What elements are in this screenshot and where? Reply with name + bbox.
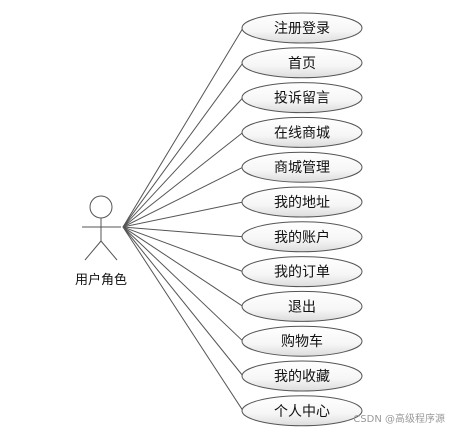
- use-case-ellipse: [241, 360, 363, 392]
- association-line: [122, 226, 244, 307]
- use-case: 我的订单: [241, 256, 363, 288]
- use-case-label: 我的账户: [274, 229, 330, 246]
- use-case-label: 我的地址: [274, 195, 330, 211]
- use-case-ellipse: [241, 47, 363, 79]
- use-case: 我的收藏: [241, 360, 363, 392]
- actor-right-leg: [100, 240, 118, 261]
- use-case-label: 商城管理: [274, 160, 330, 176]
- association-line: [122, 226, 244, 412]
- use-case-label: 在线商城: [274, 125, 330, 141]
- association-line: [122, 97, 244, 228]
- association-line: [122, 166, 244, 228]
- use-case-ellipse: [241, 325, 363, 357]
- use-case-label: 我的收藏: [274, 369, 330, 385]
- use-case-ellipse: [241, 256, 363, 288]
- use-case: 投诉留言: [241, 82, 363, 114]
- use-case: 首页: [241, 47, 363, 79]
- association-line: [122, 201, 244, 228]
- actor-left-leg: [84, 240, 102, 261]
- use-case: 注册登录: [241, 12, 363, 44]
- actor-label: 用户角色: [75, 272, 127, 288]
- use-case-ellipse: [241, 290, 363, 322]
- use-case-label: 我的订单: [274, 265, 330, 281]
- use-case: 个人中心: [241, 395, 363, 427]
- use-case-label: 注册登录: [274, 21, 330, 37]
- use-case-ellipse: [241, 221, 363, 253]
- use-case-ellipse: [241, 82, 363, 114]
- association-lines: [122, 27, 244, 412]
- use-case: 我的地址: [241, 186, 363, 218]
- association-line: [122, 27, 244, 228]
- association-line: [122, 226, 244, 342]
- use-case-label: 首页: [288, 56, 316, 72]
- use-case-ellipse: [241, 186, 363, 218]
- use-case-ellipse: [241, 12, 363, 44]
- association-line: [122, 226, 244, 238]
- use-case-ellipse: [241, 116, 363, 148]
- association-line: [122, 62, 244, 228]
- use-case-label: 购物车: [281, 333, 323, 350]
- use-case-label: 投诉留言: [274, 91, 330, 107]
- association-line: [122, 226, 244, 377]
- association-line: [122, 132, 244, 228]
- use-case-label: 退出: [288, 299, 316, 315]
- association-line: [122, 226, 244, 273]
- actor: 用户角色: [75, 195, 127, 288]
- use-case: 购物车: [241, 325, 363, 357]
- watermark: CSDN @高级程序源: [353, 414, 445, 425]
- use-case-ellipse: [241, 395, 363, 427]
- use-case: 我的账户: [241, 221, 363, 253]
- use-case: 商城管理: [241, 151, 363, 183]
- use-case: 在线商城: [241, 116, 363, 148]
- use-case: 退出: [241, 290, 363, 322]
- actor-head: [89, 195, 113, 219]
- use-case-ellipse: [241, 151, 363, 183]
- use-cases: 注册登录首页投诉留言在线商城商城管理我的地址我的账户我的订单退出购物车我的收藏个…: [241, 12, 363, 427]
- use-case-label: 个人中心: [274, 404, 330, 420]
